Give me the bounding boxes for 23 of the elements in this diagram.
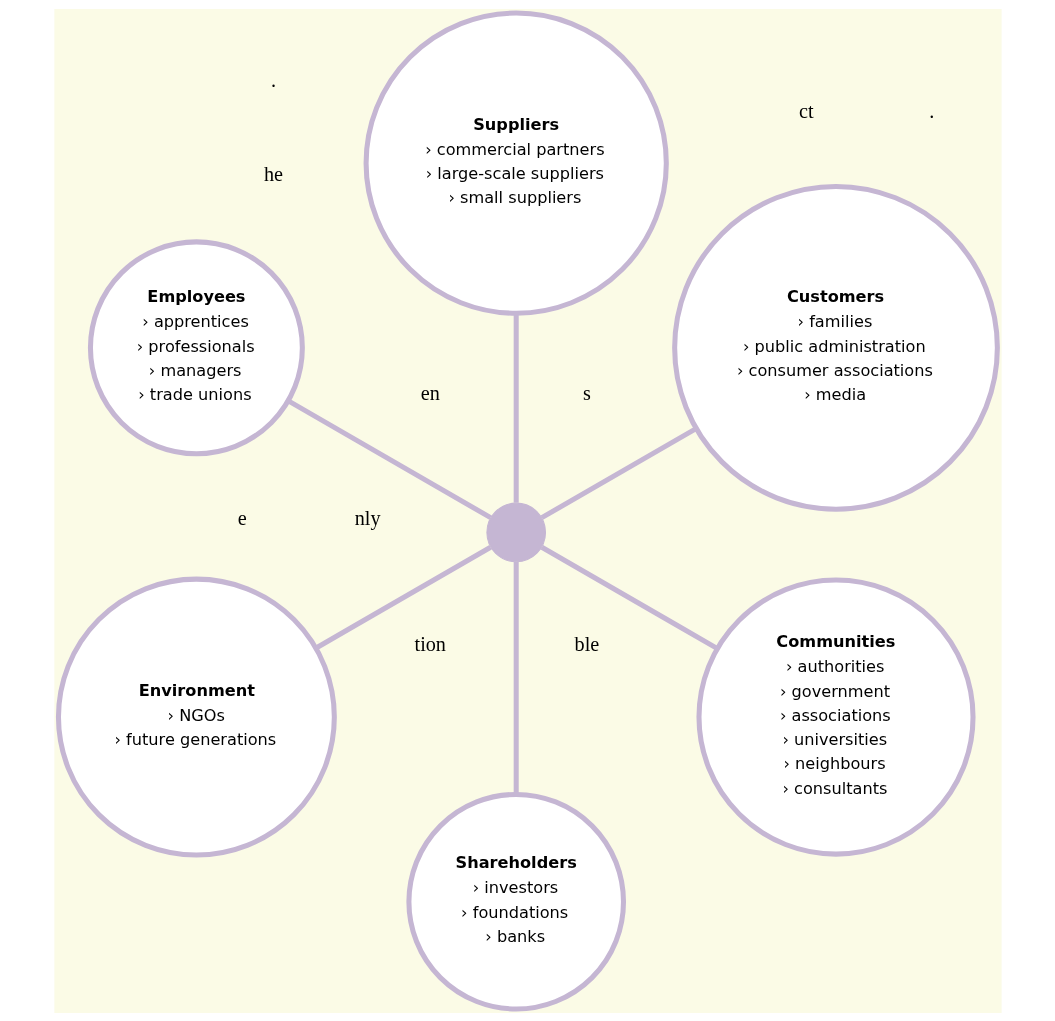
- connector: [286, 398, 492, 520]
- node-circle: Employees › apprentices › professionals › managers › trade unions: [87, 238, 305, 456]
- connector: [540, 544, 718, 651]
- node-circle: Shareholders › investors › foundations › banks: [405, 791, 626, 1012]
- connector: [513, 561, 519, 794]
- label: ct: [798, 99, 814, 122]
- label: .: [928, 99, 934, 122]
- label: he: [263, 162, 283, 185]
- node-circle: Environment › NGOs › future generations: [55, 576, 337, 858]
- node-circle: Communities › authorities › government › associations › universities › neighbours › consultants: [695, 577, 976, 857]
- label: s: [582, 381, 591, 404]
- label: nly: [354, 506, 380, 529]
- node-circle: [485, 502, 546, 562]
- label: ble: [574, 632, 599, 655]
- node-circle: Suppliers › commercial partners › large-scale suppliers › small suppliers: [363, 10, 669, 316]
- label: en: [420, 381, 440, 404]
- label: e: [237, 506, 247, 529]
- label: .: [270, 68, 276, 91]
- label: tion: [414, 632, 446, 655]
- connector: [540, 425, 697, 520]
- connector: [314, 544, 492, 650]
- connector: [513, 313, 519, 503]
- node-circle: Customers › families › public administration › consumer associations › media: [671, 183, 1000, 512]
